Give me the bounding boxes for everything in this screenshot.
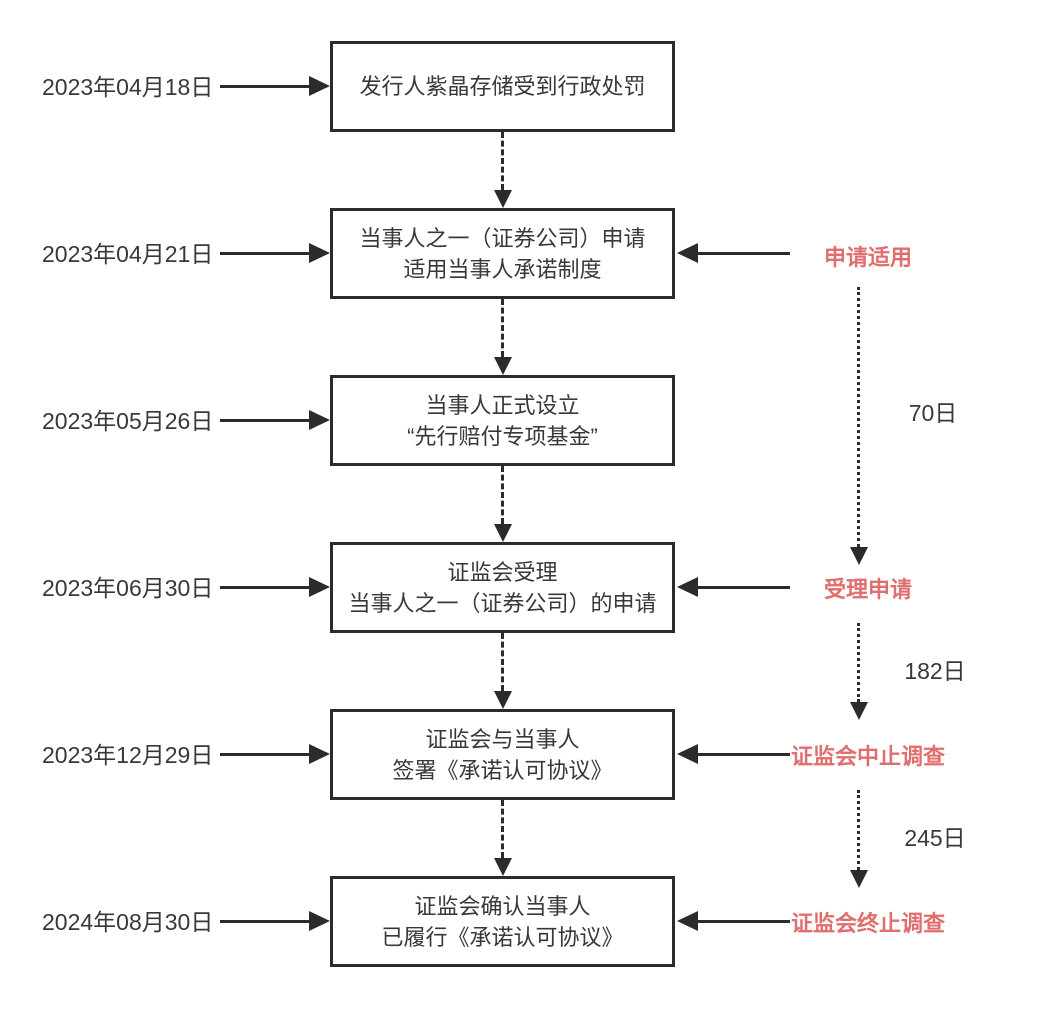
arrow-left-icon [677, 577, 790, 597]
duration-label: 182日 [904, 658, 966, 684]
dotted-duration-arrow-icon [849, 287, 868, 565]
arrow-left-icon [677, 911, 790, 931]
dashed-connector-arrow-icon [493, 299, 512, 375]
annotation-label: 证监会中止调查 [790, 744, 945, 769]
annotation-label: 申请适用 [823, 245, 912, 270]
event-box: 发行人紫晶存储受到行政处罚 [330, 41, 675, 132]
event-box: 当事人正式设立 “先行赔付专项基金” [330, 375, 675, 466]
dashed-connector-arrow-icon [493, 132, 512, 208]
arrow-left-icon [677, 243, 790, 263]
event-text-line: 当事人之一（证券公司）申请 [359, 225, 646, 251]
arrow-right-icon [220, 744, 330, 764]
event-text-line: 当事人之一（证券公司）的申请 [348, 590, 657, 616]
date-label: 2023年12月29日 [42, 742, 214, 768]
event-box: 证监会与当事人 签署《承诺认可协议》 [330, 709, 675, 800]
arrow-right-icon [220, 410, 330, 430]
event-text-line: 当事人正式设立 [425, 392, 580, 418]
annotation-label: 受理申请 [823, 577, 912, 602]
dotted-duration-arrow-icon [849, 790, 868, 888]
date-label: 2023年06月30日 [42, 575, 214, 601]
dotted-duration-arrow-icon [849, 623, 868, 720]
date-label: 2023年05月26日 [42, 408, 214, 434]
event-text-line: 适用当事人承诺制度 [403, 256, 602, 282]
arrow-right-icon [220, 577, 330, 597]
event-box: 当事人之一（证券公司）申请 适用当事人承诺制度 [330, 208, 675, 299]
event-text-line: 证监会受理 [447, 559, 558, 585]
dashed-connector-arrow-icon [493, 466, 512, 542]
event-box: 证监会确认当事人 已履行《承诺认可协议》 [330, 876, 675, 967]
event-text-line: “先行赔付专项基金” [407, 423, 598, 449]
date-label: 2024年08月30日 [42, 909, 214, 935]
event-text-line: 签署《承诺认可协议》 [392, 757, 613, 783]
date-label: 2023年04月21日 [42, 241, 214, 267]
duration-label: 70日 [908, 400, 958, 426]
arrow-left-icon [677, 744, 790, 764]
arrow-right-icon [220, 911, 330, 931]
event-text-line: 证监会确认当事人 [414, 893, 591, 919]
date-label: 2023年04月18日 [42, 74, 214, 100]
annotation-label: 证监会终止调查 [790, 911, 945, 936]
dashed-connector-arrow-icon [493, 633, 512, 709]
event-text-line: 发行人紫晶存储受到行政处罚 [359, 74, 646, 99]
event-box: 证监会受理 当事人之一（证券公司）的申请 [330, 542, 675, 633]
event-text-line: 已履行《承诺认可协议》 [381, 924, 624, 950]
arrow-right-icon [220, 76, 330, 96]
event-text-line: 证监会与当事人 [425, 726, 580, 752]
arrow-right-icon [220, 243, 330, 263]
dashed-connector-arrow-icon [493, 800, 512, 876]
duration-label: 245日 [904, 825, 966, 851]
